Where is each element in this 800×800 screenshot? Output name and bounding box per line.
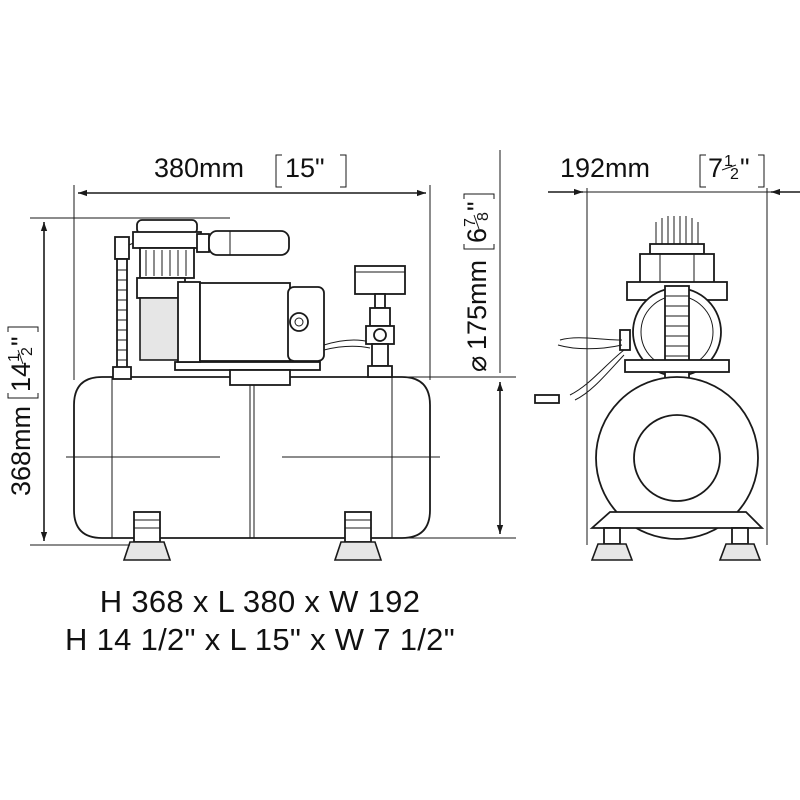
diameter-symbol: ⌀ (462, 356, 492, 372)
carry-handle (196, 230, 290, 256)
width-frac-den: 2 (730, 166, 739, 183)
height-metric: 368mm (6, 406, 36, 496)
air-tank (66, 376, 440, 539)
width-imperial-whole: 7 (708, 153, 723, 183)
compressor-head (132, 219, 202, 361)
height-imperial-whole: 14 (6, 362, 36, 392)
diameter-dimension: ⌀ 175mm 6 7 8 " (404, 150, 516, 539)
diameter-metric: 175mm (462, 260, 492, 350)
motor (177, 281, 325, 363)
width-dimension: 192mm 7 1 2 " (548, 153, 800, 545)
height-dimension: 368mm 14 1 2 " (6, 217, 230, 546)
length-dimension: 380mm 15" (73, 153, 431, 380)
hose-left (112, 236, 141, 380)
diameter-imperial-whole: 6 (462, 228, 492, 243)
diameter-inch-mark: " (462, 201, 492, 211)
height-frac-num: 1 (6, 353, 23, 362)
diameter-frac-num: 7 (462, 218, 479, 227)
width-metric: 192mm (560, 153, 650, 183)
front-view (534, 216, 765, 561)
width-frac-num: 1 (724, 153, 733, 170)
tank-front (595, 376, 759, 540)
height-inch-mark: " (6, 336, 36, 346)
length-metric: 380mm (154, 153, 244, 183)
tank-foot-right (333, 511, 383, 561)
power-wires (534, 337, 625, 404)
dimension-summary-imperial: H 14 1/2" x L 15" x W 7 1/2" (64, 622, 456, 657)
front-compressor-head (619, 253, 730, 379)
diameter-frac-den: 8 (475, 212, 492, 221)
cooling-fins (649, 216, 705, 255)
side-view (66, 219, 440, 561)
height-frac-den: 2 (19, 347, 36, 356)
pressure-gauge (354, 265, 406, 378)
tank-foot-left (122, 511, 172, 561)
dimension-summary-metric: H 368 x L 380 x W 192 (99, 584, 421, 619)
mounting-bracket (174, 361, 321, 371)
front-base (589, 511, 765, 561)
length-imperial: 15" (285, 153, 325, 183)
width-inch-mark: " (740, 153, 750, 183)
